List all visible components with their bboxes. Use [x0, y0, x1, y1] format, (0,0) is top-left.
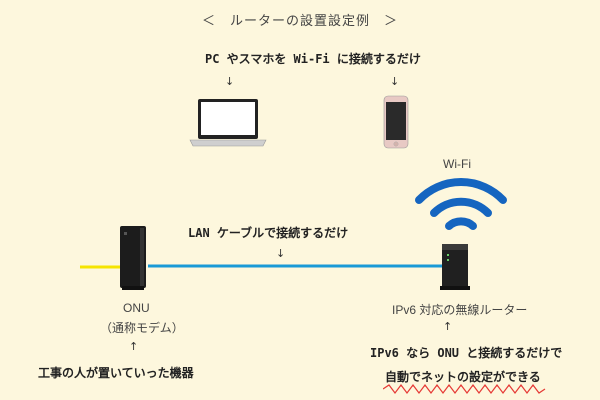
router-device-icon	[440, 244, 470, 290]
arrow-down-icon: ↓	[225, 75, 235, 88]
arrow-down-icon: ↓	[276, 247, 286, 260]
arrow-down-icon: ↓	[390, 75, 400, 88]
smartphone-icon	[383, 95, 409, 149]
router-label: IPv6 対応の無線ルーター	[392, 303, 528, 317]
laptop-icon	[189, 99, 267, 147]
lan-note: LAN ケーブルで接続するだけ	[188, 226, 349, 240]
wifi-signal-icon	[415, 178, 507, 230]
lan-cable	[148, 264, 448, 268]
router-note-line1: IPv6 なら ONU と接続するだけで	[370, 346, 563, 360]
onu-label: ONU	[123, 301, 150, 315]
onu-note: 工事の人が置いていった機器	[38, 366, 194, 380]
page-title: ＜ ルーターの設置設定例 ＞	[201, 14, 398, 29]
arrow-up-icon: ↑	[129, 340, 139, 353]
router-note-line2: 自動でネットの設定ができる	[385, 370, 541, 384]
top-note: PC やスマホを Wi-Fi に接続するだけ	[205, 52, 421, 66]
arrow-up-icon: ↑	[443, 320, 453, 333]
wavy-underline	[383, 384, 546, 394]
wifi-label: Wi-Fi	[443, 157, 471, 171]
onu-device-icon	[120, 226, 146, 290]
onu-sublabel: （通称モデム）	[100, 321, 184, 335]
